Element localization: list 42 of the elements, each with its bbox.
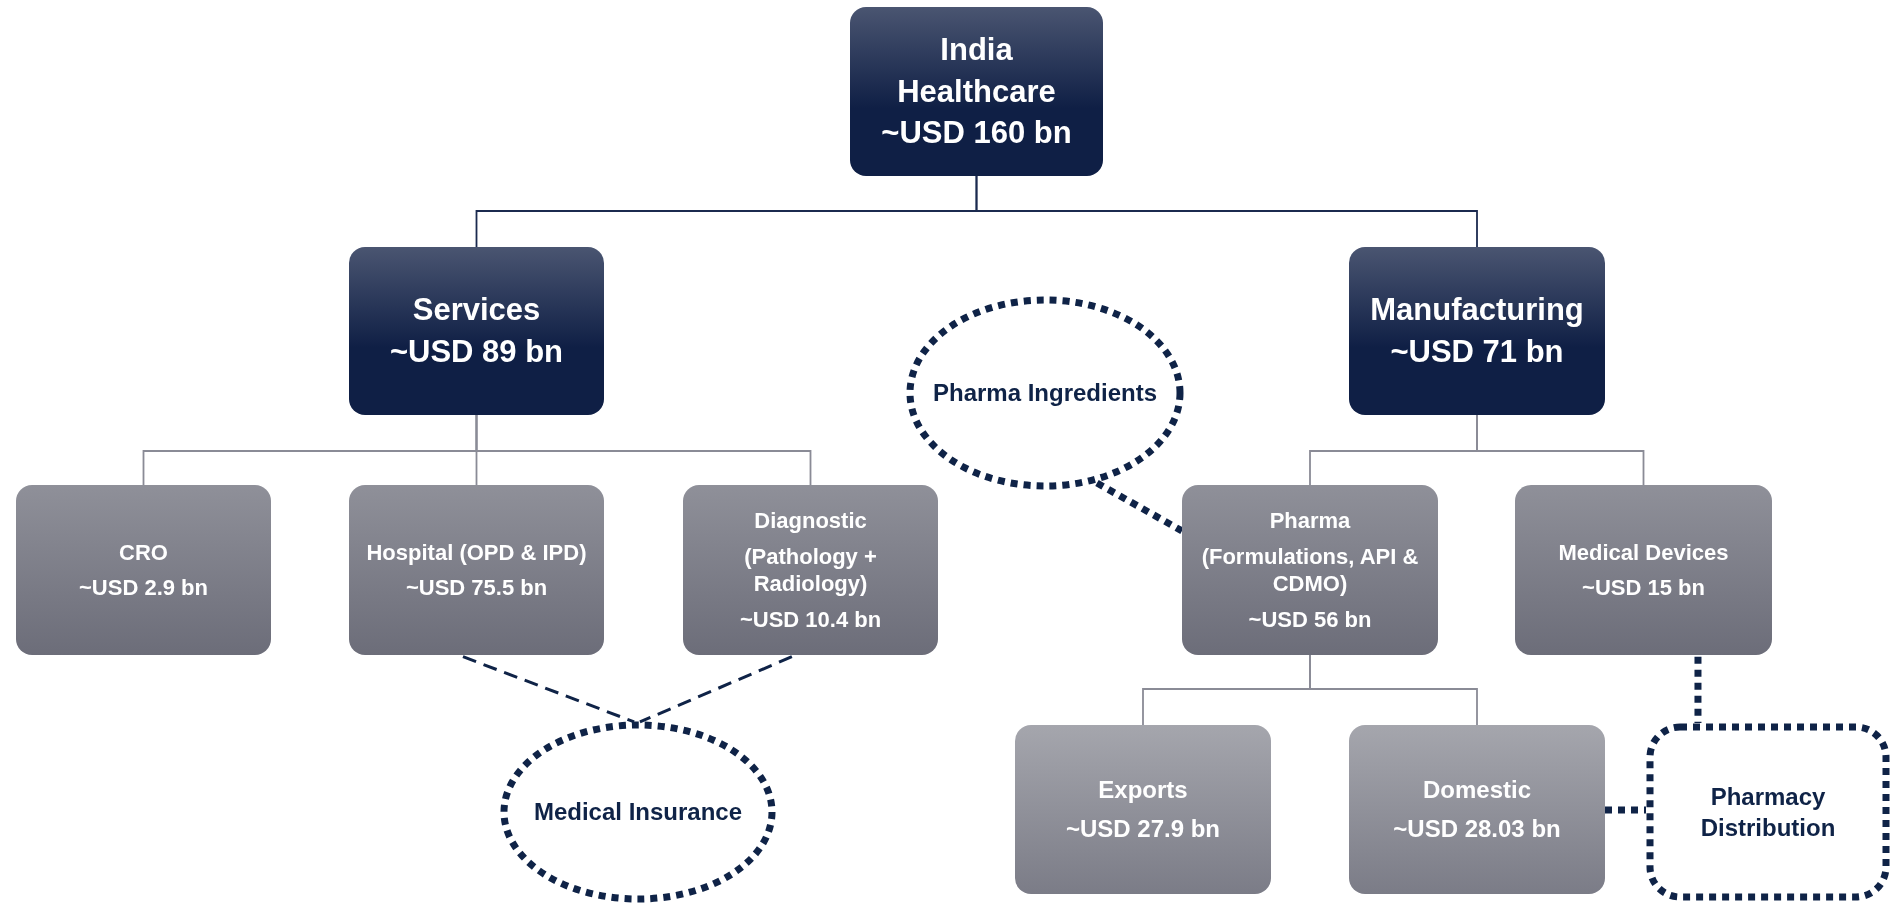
- sub-segment-box: [349, 485, 604, 655]
- box-text: India Healthcare: [896, 30, 1057, 111]
- dotted-connector: [1095, 479, 1184, 534]
- connector-line: [1309, 654, 1478, 726]
- segment-box: [1349, 247, 1605, 415]
- box-text: ~USD 15 bn: [1582, 574, 1705, 602]
- box-text: ~USD 71 bn: [1390, 333, 1564, 371]
- sub-segment-box: [1349, 725, 1605, 894]
- box-text: Hospital (OPD & IPD): [366, 538, 587, 566]
- box-text: (Pathology + Radiology): [743, 542, 878, 598]
- box-text: Domestic: [1422, 775, 1531, 806]
- dashed-connector: [462, 655, 635, 724]
- box-text: Manufacturing: [1370, 291, 1584, 330]
- box-text: ~USD 56 bn: [1248, 605, 1372, 633]
- box-text: Medical Devices: [1558, 538, 1729, 566]
- box-text: ~USD 27.9 bn: [1065, 813, 1221, 844]
- box-text: (Formulations, API & CDMO): [1200, 542, 1420, 598]
- box-text: ~USD 28.03 bn: [1393, 813, 1561, 844]
- sub-segment-box: [683, 485, 938, 655]
- box-text: CRO: [119, 538, 168, 566]
- box-text: ~USD 2.9 bn: [79, 574, 208, 602]
- box-text: Exports: [1098, 775, 1188, 806]
- dashed-connector: [639, 655, 793, 724]
- box-text: Pharma: [1269, 507, 1351, 535]
- sub-segment-box: [1182, 485, 1438, 655]
- segment-box: [850, 7, 1103, 176]
- box-text: Medical Insurance: [533, 797, 743, 828]
- connector-line: [475, 414, 812, 486]
- sub-segment-box: [1515, 485, 1772, 655]
- box-text: ~USD 10.4 bn: [739, 605, 882, 633]
- box-text: ~USD 75.5 bn: [405, 574, 548, 602]
- sub-segment-box: [16, 485, 271, 655]
- segment-box: [349, 247, 604, 415]
- box-text: Pharmacy Distribution: [1699, 781, 1837, 843]
- sub-segment-box: [1015, 725, 1271, 894]
- box-text: Pharma Ingredients: [932, 378, 1158, 409]
- connector-line: [975, 175, 1478, 248]
- connector-line: [1476, 414, 1645, 486]
- box-text: ~USD 160 bn: [881, 114, 1072, 153]
- box-text: Diagnostic: [754, 507, 867, 535]
- box-text: ~USD 89 bn: [389, 333, 564, 371]
- box-text: Services: [412, 291, 541, 330]
